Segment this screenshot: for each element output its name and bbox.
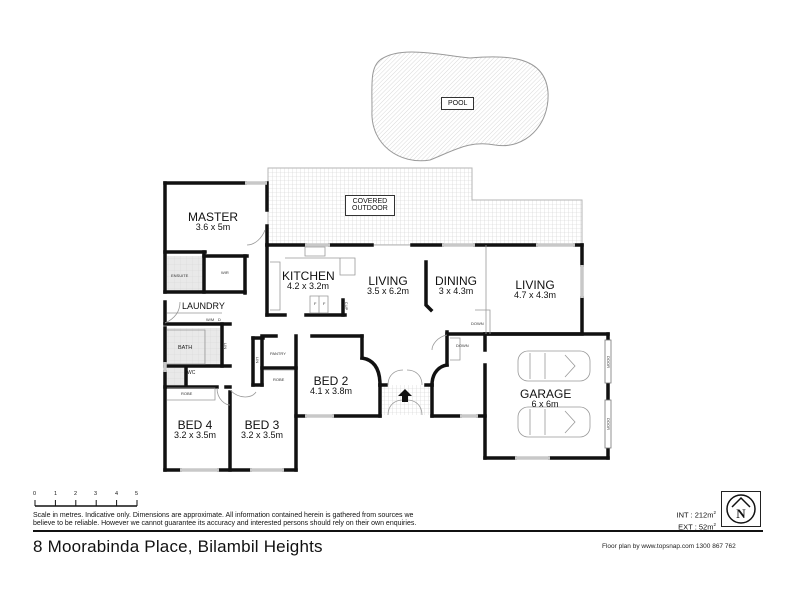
disclaimer: Scale in metres. Indicative only. Dimens… <box>33 512 416 528</box>
area-unit: m <box>707 510 714 520</box>
fixture-step-down-b: DOWN <box>456 343 469 348</box>
property-address: 8 Moorabinda Place, Bilambil Heights <box>33 537 323 556</box>
fixture-dryer: D <box>218 317 221 322</box>
room-living-main: LIVING 3.5 x 6.2m <box>364 275 412 296</box>
fixture-step-down-a: DOWN <box>471 321 484 326</box>
room-dining: DINING 3 x 4.3m <box>435 275 477 296</box>
entry-arrow-icon <box>398 389 412 402</box>
fixture-linen-a: LIN <box>223 342 229 350</box>
covered-outdoor-line1: COVERED <box>352 198 388 205</box>
scale-tick-5: 5 <box>135 491 139 497</box>
garage-doors <box>604 339 612 449</box>
walls <box>163 181 610 472</box>
room-pantry: PANTRY <box>270 351 286 356</box>
external-area-label: EXT <box>678 522 693 531</box>
covered-outdoor-label: COVERED OUTDOOR <box>345 195 395 216</box>
room-kitchen-name: KITCHEN <box>282 269 335 283</box>
north-compass-icon: N <box>721 491 761 527</box>
room-dining-name: DINING <box>435 274 477 288</box>
pool-label: POOL <box>441 97 475 111</box>
room-bath: BATH <box>178 345 193 351</box>
windows <box>163 181 584 472</box>
internal-area-label: INT <box>676 510 689 520</box>
room-bed3-name: BED 3 <box>244 418 280 432</box>
internal-area: INT : 212m2 <box>676 510 717 520</box>
room-garage: GARAGE 6 x 6m <box>520 387 572 409</box>
fixture-cupboard: CUP <box>344 301 350 311</box>
scale-bar <box>34 500 138 507</box>
bath-floor <box>167 328 222 366</box>
fixture-linen-b: LIN <box>255 356 261 364</box>
external-area-value: 52 <box>698 522 708 531</box>
scale-tick-1: 1 <box>54 491 58 497</box>
covered-outdoor-area <box>267 167 583 246</box>
room-bed3-dim: 3.2 x 3.5m <box>241 430 284 440</box>
interior-lines <box>164 229 591 438</box>
scale-tick-2: 2 <box>74 491 78 497</box>
room-bed3: BED 3 3.2 x 3.5m <box>241 419 283 440</box>
fixture-garage-door-a: DOOR <box>606 356 611 368</box>
disclaimer-line-1: Scale in metres. Indicative only. Dimens… <box>33 512 414 519</box>
room-garage-name: GARAGE <box>520 387 572 401</box>
disclaimer-line-2: believe to be reliable. However we canno… <box>33 520 417 527</box>
room-garage-dim: 6 x 6m <box>531 399 559 409</box>
room-dining-dim: 3 x 4.3m <box>438 286 474 296</box>
covered-outdoor-line2: OUTDOOR <box>352 205 388 213</box>
scale-tick-4: 4 <box>115 491 119 497</box>
room-bed4-dim: 3.2 x 3.5m <box>174 430 217 440</box>
room-bed4-name: BED 4 <box>177 418 213 432</box>
room-living-second: LIVING 4.7 x 4.3m <box>510 279 560 300</box>
room-kitchen: KITCHEN 4.2 x 3.2m <box>282 269 335 291</box>
room-laundry: LAUNDRY <box>182 301 225 311</box>
room-wir: WIR <box>221 270 229 275</box>
room-bed2-name: BED 2 <box>313 374 349 388</box>
compass-glyph-icon: N <box>726 494 756 524</box>
room-living-second-dim: 4.7 x 4.3m <box>513 290 557 300</box>
fixture-fridge-b: F <box>323 301 326 306</box>
area-unit-sup: 2 <box>713 521 716 527</box>
area-unit: m <box>707 522 714 531</box>
room-master: MASTER 3.6 x 5m <box>188 211 238 232</box>
room-robe-bed3: ROBE <box>273 377 285 382</box>
room-living-main-dim: 3.5 x 6.2m <box>366 286 410 296</box>
room-robe-bed4: ROBE <box>181 391 193 396</box>
room-living-main-name: LIVING <box>368 274 408 288</box>
scale-tick-0: 0 <box>33 491 37 497</box>
room-wc: WC <box>187 370 196 376</box>
wc-floor <box>167 368 187 385</box>
room-bed4: BED 4 3.2 x 3.5m <box>174 419 216 440</box>
footer-divider <box>33 530 763 532</box>
floor-plan-credit: Floor plan by www.topsnap.com 1300 867 7… <box>602 543 736 550</box>
room-ensuite: ENSUITE <box>171 273 189 278</box>
compass-letter: N <box>736 506 746 521</box>
ensuite-floor <box>167 256 204 293</box>
area-unit-sup: 2 <box>713 510 716 515</box>
room-living-second-name: LIVING <box>515 278 555 292</box>
room-kitchen-dim: 4.2 x 3.2m <box>286 281 330 291</box>
room-bed2: BED 2 4.1 x 3.8m <box>310 375 352 396</box>
fixture-fridge-a: F <box>314 301 317 306</box>
room-master-dim: 3.6 x 5m <box>195 222 231 232</box>
internal-area-value: 212 <box>694 510 708 520</box>
area-summary: INT : 212m2 EXT : 52m2 <box>660 508 717 532</box>
fixture-garage-door-b: DOOR <box>606 418 611 430</box>
fixture-washing-machine: W/M <box>206 317 215 322</box>
room-master-name: MASTER <box>188 210 239 224</box>
external-area: EXT : 52m2 <box>678 521 716 532</box>
room-bed2-dim: 4.1 x 3.8m <box>310 386 353 396</box>
scale-tick-3: 3 <box>94 491 98 497</box>
